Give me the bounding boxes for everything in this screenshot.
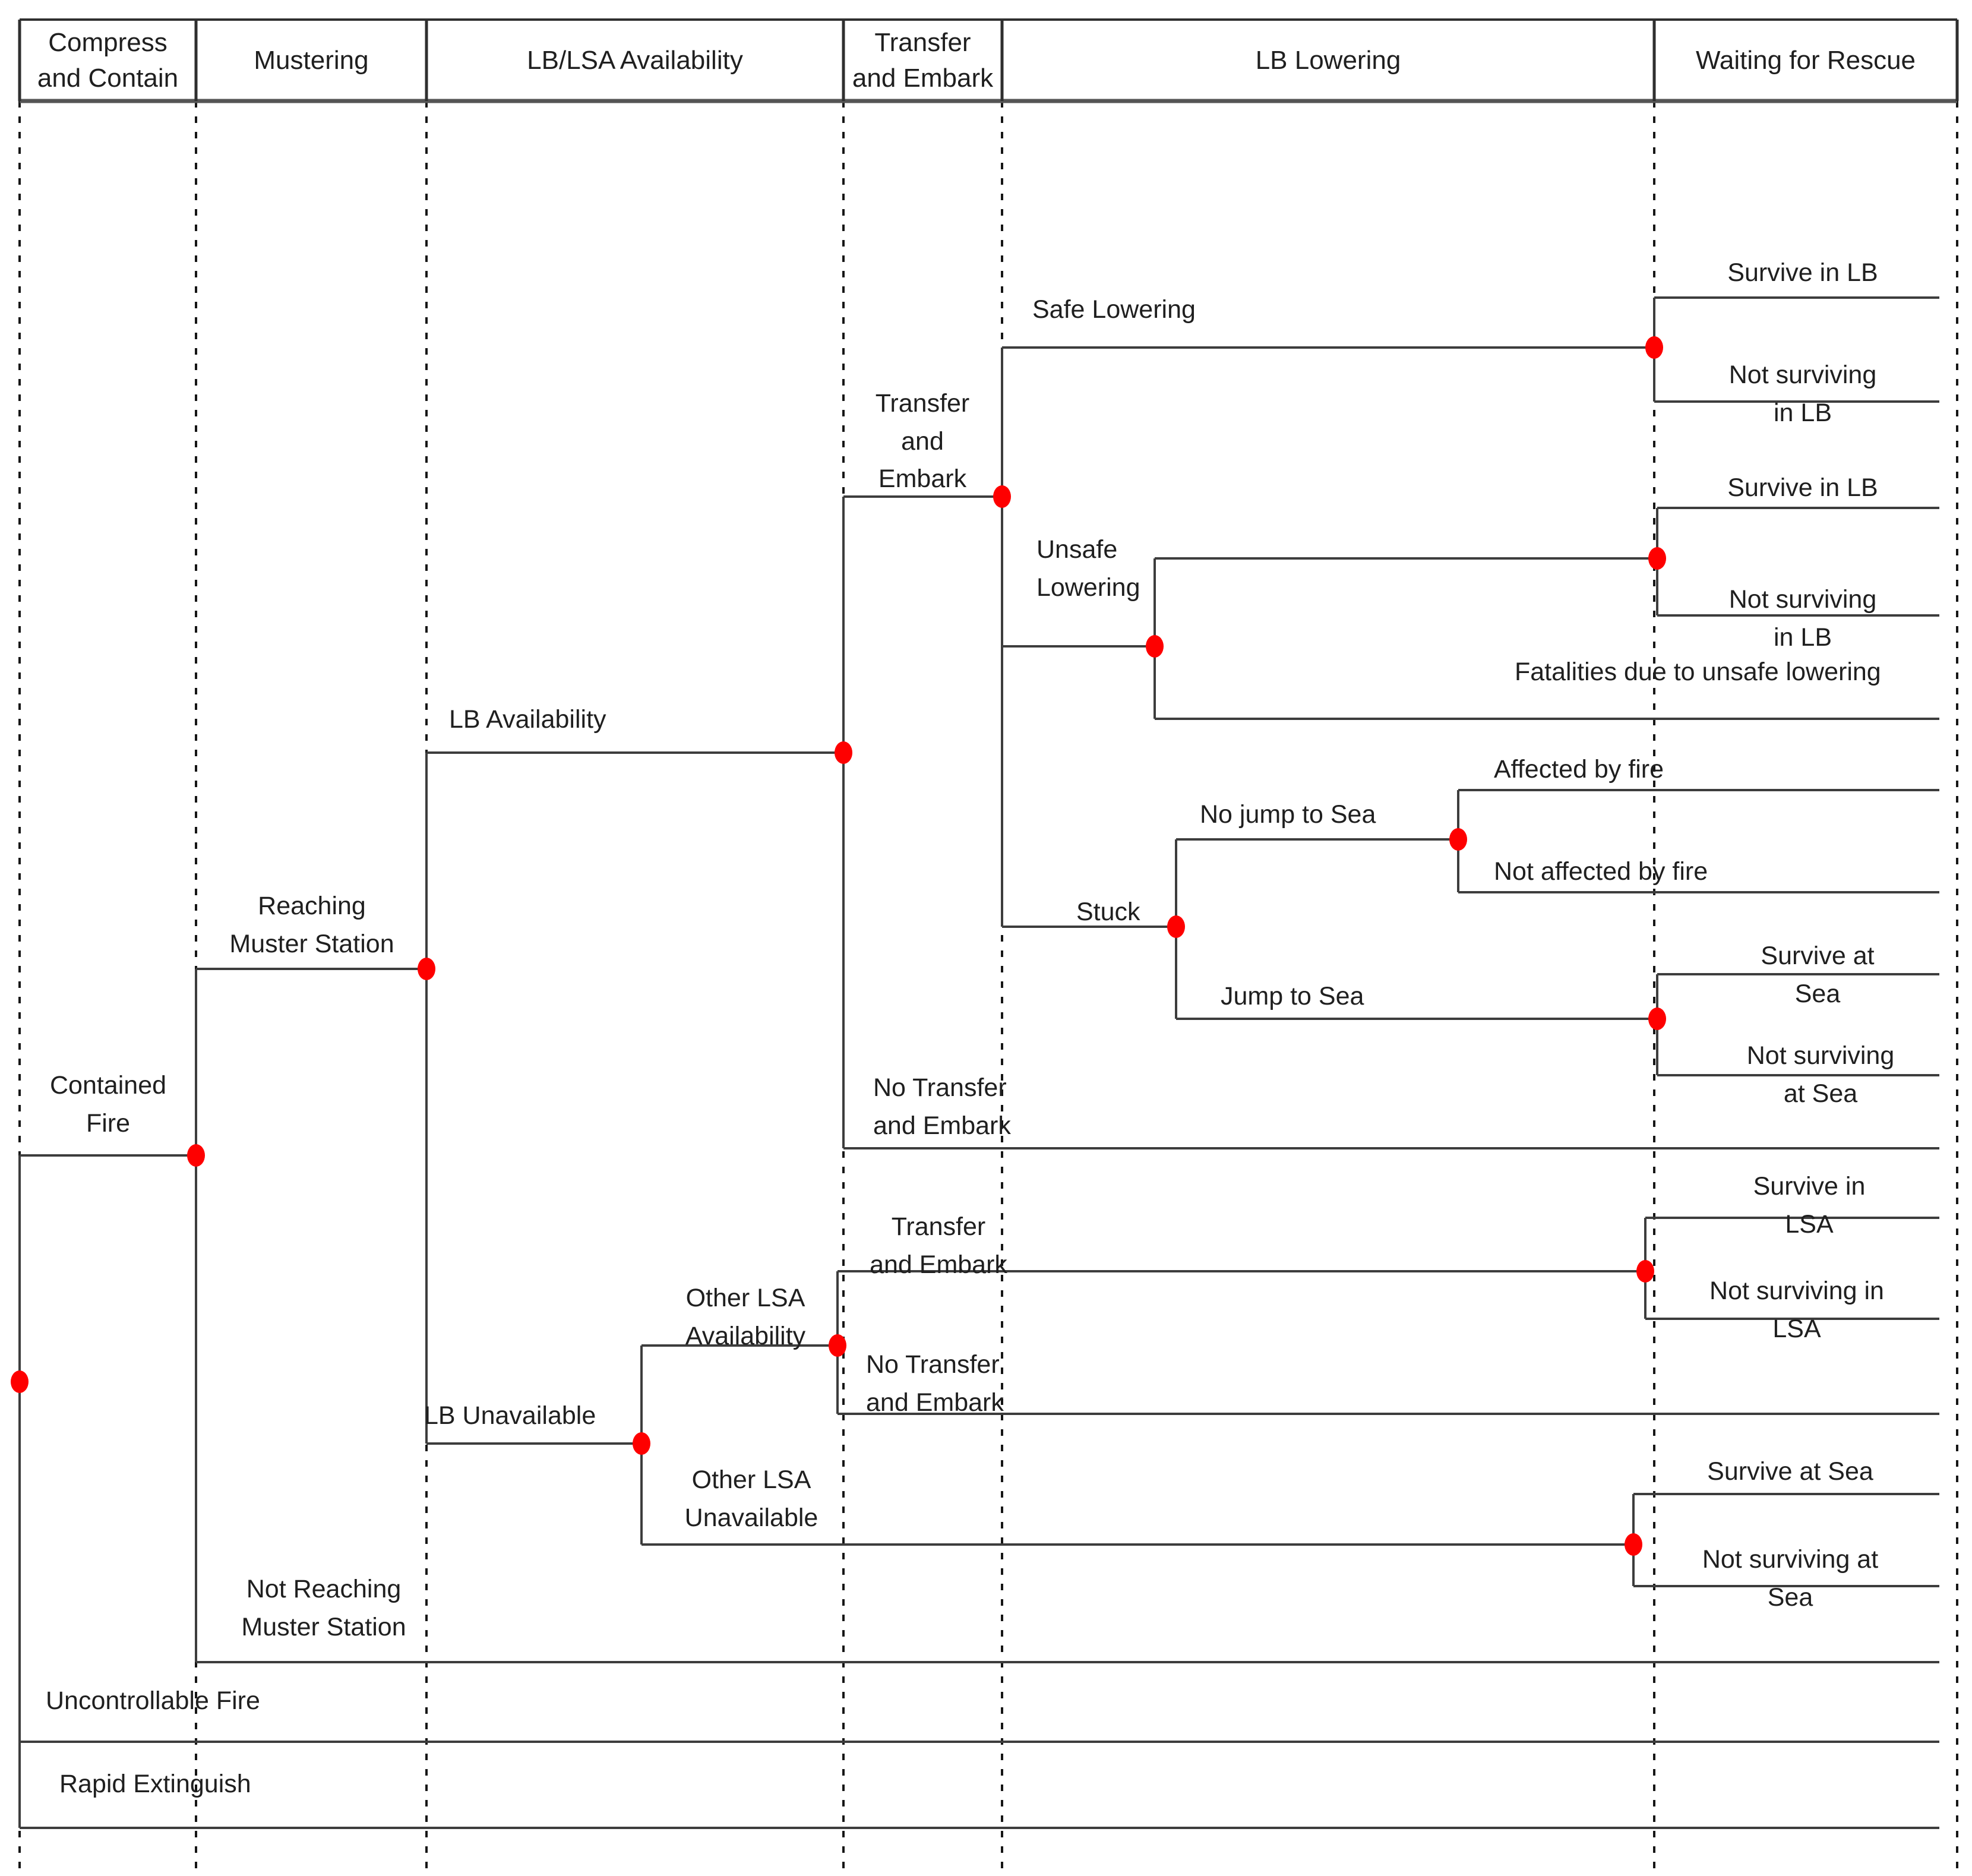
decision-node xyxy=(1625,1533,1642,1556)
decision-node xyxy=(993,485,1011,508)
contained-fire-label: Contained Fire xyxy=(49,1071,167,1138)
stuck-label: Stuck xyxy=(1076,898,1140,926)
survive-in-lb-2-label: Survive in LB xyxy=(1727,473,1878,502)
stage-header-3: LB/LSA Availability xyxy=(527,45,743,75)
not-reaching-muster-label: Not Reaching Muster Station xyxy=(241,1575,406,1641)
affected-by-fire-label: Affected by fire xyxy=(1494,755,1664,784)
header-borders xyxy=(18,18,1959,103)
decision-node xyxy=(829,1334,846,1357)
decision-node xyxy=(1636,1260,1654,1283)
survive-at-sea-1-label: Survive at Sea xyxy=(1761,942,1875,1008)
rapid-extinguish-label: Rapid Extinguish xyxy=(59,1770,251,1798)
decision-node xyxy=(835,741,852,764)
uncontrollable-fire-label: Uncontrollable Fire xyxy=(46,1686,260,1715)
branch-lines xyxy=(18,296,1939,1829)
reaching-muster-label: Reaching Muster Station xyxy=(229,892,394,958)
not-surviving-at-sea-1-label: Not surviving at Sea xyxy=(1746,1041,1895,1108)
stage-header-4: Transfer and Embark xyxy=(852,28,994,93)
survive-at-sea-2-label: Survive at Sea xyxy=(1707,1457,1873,1486)
decision-node xyxy=(11,1370,29,1393)
no-transfer-embark-label: No Transfer and Embark xyxy=(873,1073,1011,1140)
not-surviving-in-lb-2-label: Not surviving in LB xyxy=(1728,585,1877,652)
stage-header-1: Compress and Contain xyxy=(37,28,179,93)
survive-in-lb-1-label: Survive in LB xyxy=(1727,258,1878,287)
not-surviving-in-lb-1-label: Not surviving in LB xyxy=(1728,361,1877,427)
decision-node xyxy=(1645,336,1663,359)
stage-header-5: LB Lowering xyxy=(1255,45,1401,75)
branch-nodes xyxy=(11,336,1666,1556)
decision-node xyxy=(418,958,435,980)
decision-node xyxy=(1648,1008,1666,1030)
jump-to-sea-label: Jump to Sea xyxy=(1221,982,1364,1010)
stage-header-6: Waiting for Rescue xyxy=(1695,45,1916,75)
not-surviving-in-lsa-label: Not surviving in LSA xyxy=(1709,1277,1884,1343)
other-lsa-unavailable-label: Other LSA Unavailable xyxy=(684,1466,818,1532)
not-surviving-at-sea-2-label: Not surviving at Sea xyxy=(1702,1545,1879,1612)
lb-availability-label: LB Availability xyxy=(449,705,606,734)
decision-node xyxy=(1167,915,1185,938)
decision-node xyxy=(1146,635,1164,658)
decision-node xyxy=(187,1144,205,1167)
no-jump-to-sea-label: No jump to Sea xyxy=(1200,800,1376,829)
decision-node xyxy=(633,1432,650,1455)
lb-unavailable-label: LB Unavailable xyxy=(424,1401,596,1430)
unsafe-lowering-label: Unsafe Lowering xyxy=(1036,535,1140,602)
transfer-embark-lsa-label: Transfer and Embark xyxy=(870,1212,1007,1279)
no-transfer-embark-lsa-label: No Transfer and Embark xyxy=(866,1350,1004,1417)
decision-node xyxy=(1449,828,1467,851)
decision-node xyxy=(1648,547,1666,570)
fatalities-label: Fatalities due to unsafe lowering xyxy=(1515,658,1881,686)
other-lsa-availability-label: Other LSA Availability xyxy=(685,1284,806,1350)
stage-header-2: Mustering xyxy=(254,45,369,75)
transfer-embark-label: Transfer and Embark xyxy=(875,389,970,494)
survive-in-lsa-label: Survive in LSA xyxy=(1753,1172,1866,1239)
safe-lowering-label: Safe Lowering xyxy=(1032,295,1196,324)
not-affected-by-fire-label: Not affected by fire xyxy=(1494,857,1708,886)
